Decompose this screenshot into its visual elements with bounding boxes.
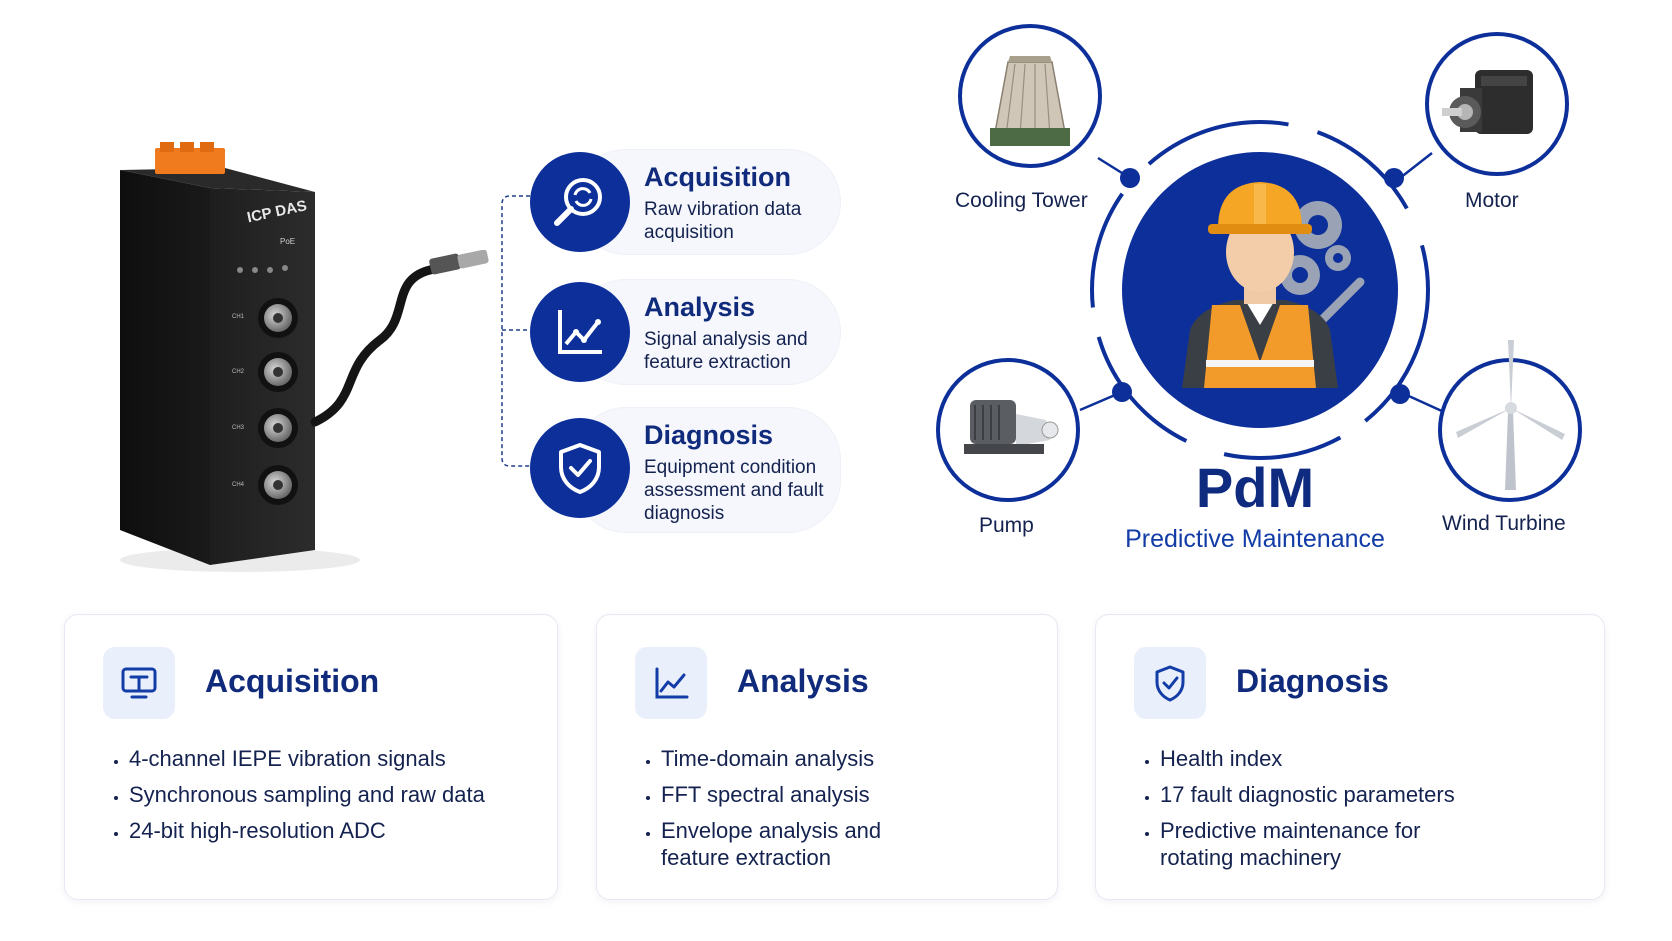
cooling-tower-label: Cooling Tower	[955, 189, 1088, 212]
card-acquisition: Acquisition 4-channel IEPE vibration sig…	[64, 614, 558, 900]
step-description: Signal analysis and feature extraction	[644, 329, 808, 373]
shield-check-icon	[530, 418, 630, 518]
channel-label-4: CH4	[232, 482, 245, 488]
card-list: 4-channel IEPE vibration signals Synchro…	[103, 745, 485, 853]
list-item: 17 fault diagnostic parameters	[1160, 781, 1480, 808]
channel-label-3: CH3	[232, 425, 245, 431]
step-title: Diagnosis	[644, 420, 774, 450]
pdm-subtitle: Predictive Maintenance	[1125, 525, 1385, 553]
card-analysis: Analysis Time-domain analysis FFT spectr…	[596, 614, 1058, 900]
list-item: Health index	[1160, 745, 1480, 772]
card-title: Analysis	[737, 663, 869, 699]
vibration-module-device: ICP DAS PoE CH1 CH2 CH3 CH4	[120, 142, 360, 572]
list-item: Predictive maintenance for rotating mach…	[1160, 817, 1450, 871]
wind-turbine-icon	[1456, 340, 1565, 490]
list-item: 4-channel IEPE vibration signals	[129, 745, 485, 772]
step-description: Equipment condition assessment and fault…	[644, 457, 824, 524]
list-item: Time-domain analysis	[661, 745, 1041, 772]
step-title: Analysis	[644, 292, 756, 322]
card-list: Health index 17 fault diagnostic paramet…	[1134, 745, 1480, 880]
sensor-cable	[310, 250, 489, 427]
card-diagnosis: Diagnosis Health index 17 fault diagnost…	[1095, 614, 1605, 900]
card-title: Acquisition	[205, 663, 380, 699]
wind-turbine-label: Wind Turbine	[1442, 512, 1566, 535]
list-item: Envelope analysis and feature extraction	[661, 817, 911, 871]
pump-icon	[964, 400, 1059, 454]
list-item: 24-bit high-resolution ADC	[129, 817, 485, 844]
step-acquisition: Acquisition Raw vibration data acquisiti…	[530, 150, 840, 254]
cooling-tower-icon	[990, 56, 1070, 146]
device-poe-label: PoE	[280, 237, 295, 246]
pdm-title: PdM	[1195, 456, 1315, 519]
bnc-connector-ch4	[258, 465, 298, 505]
wrench-icon	[1317, 277, 1365, 325]
channel-label-1: CH1	[232, 314, 245, 320]
engineer-icon	[1182, 182, 1338, 388]
step-title: Acquisition	[644, 162, 791, 192]
step-analysis: Analysis Signal analysis and feature ext…	[530, 280, 840, 384]
bnc-connector-ch2	[258, 352, 298, 392]
motor-icon	[1442, 70, 1533, 134]
magnifier-signal-icon	[530, 152, 630, 252]
step-description: Raw vibration data acquisition	[644, 199, 802, 243]
bnc-connector-ch3	[258, 408, 298, 448]
line-chart-icon	[635, 647, 707, 719]
bnc-connector-ch1	[258, 298, 298, 338]
terminal-block	[155, 148, 225, 174]
trend-chart-icon	[530, 282, 630, 382]
monitor-icon	[103, 647, 175, 719]
card-list: Time-domain analysis FFT spectral analys…	[635, 745, 1041, 880]
channel-label-2: CH2	[232, 369, 245, 375]
shield-check-icon	[1134, 647, 1206, 719]
list-item: Synchronous sampling and raw data	[129, 781, 485, 808]
pdm-diagram	[936, 24, 1582, 502]
step-diagnosis: Diagnosis Equipment condition assessment…	[530, 408, 840, 532]
steps-connector	[501, 195, 530, 467]
motor-label: Motor	[1465, 189, 1519, 212]
list-item: FFT spectral analysis	[661, 781, 1041, 808]
pump-label: Pump	[979, 514, 1034, 537]
card-title: Diagnosis	[1236, 663, 1389, 699]
